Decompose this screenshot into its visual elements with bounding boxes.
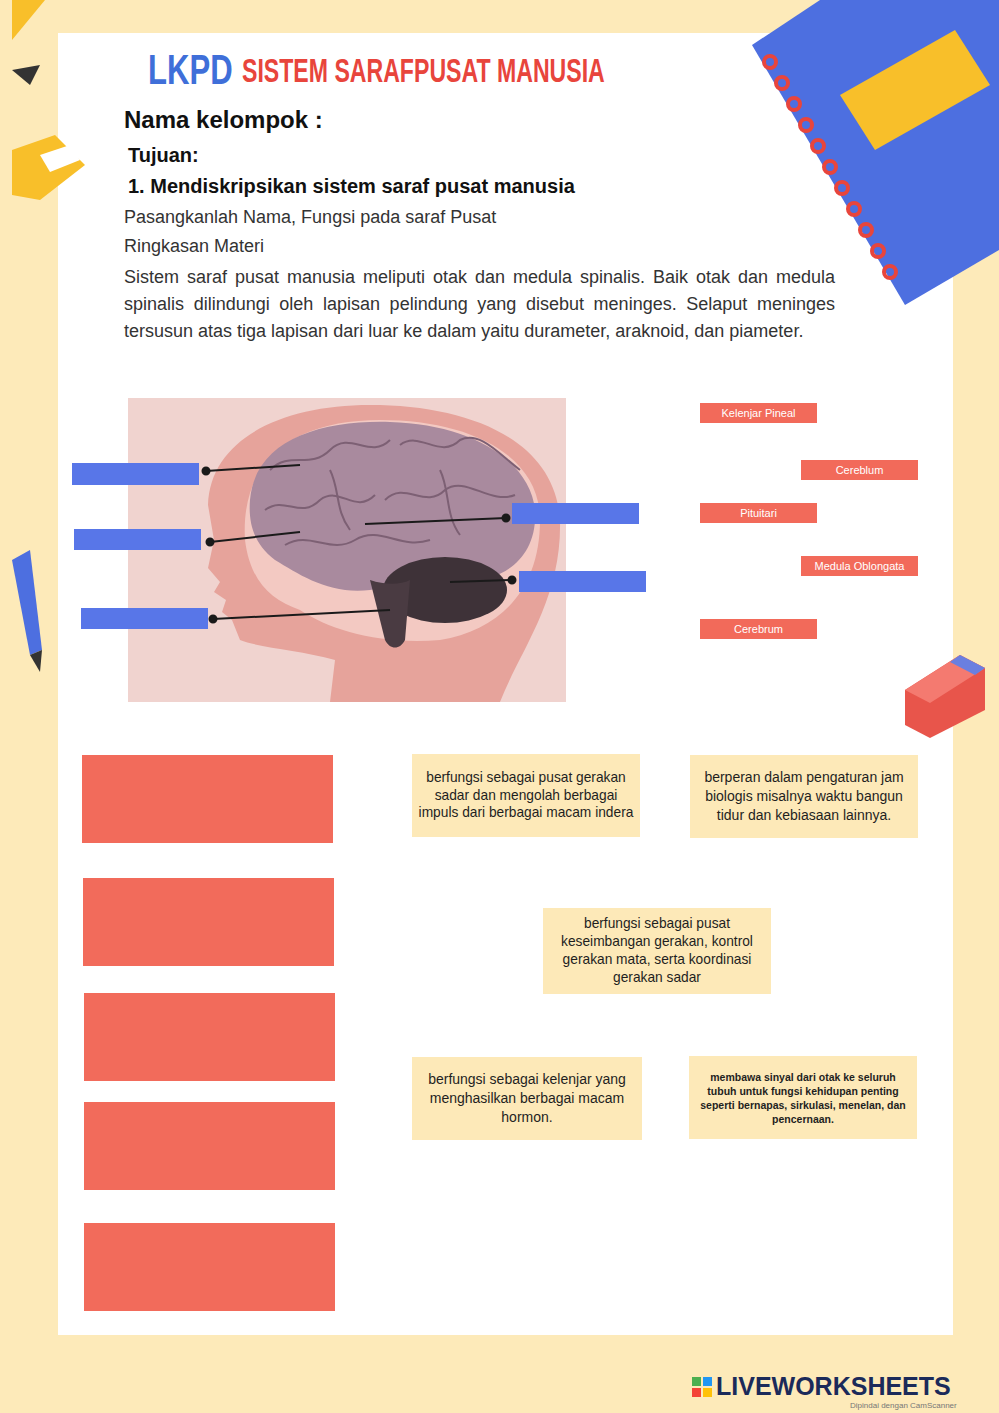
name-tag: Pituitari [700, 503, 817, 523]
instruction-text: Pasangkanlah Nama, Fungsi pada saraf Pus… [124, 207, 496, 228]
summary-paragraph: Sistem saraf pusat manusia meliputi otak… [124, 264, 835, 345]
node-text: berperan dalam pengaturan jam biologis m… [696, 768, 912, 825]
group-name-label: Nama kelompok : [124, 106, 323, 134]
node-text: Pituitari [740, 507, 777, 520]
node-text: Cereblum [836, 464, 884, 477]
node-text: berfungsi sebagai pusat keseimbangan ger… [549, 915, 765, 987]
title-text: LKPD [148, 46, 233, 94]
summary-heading: Ringkasan Materi [124, 236, 264, 257]
function-card: membawa sinyal dari otak ke seluruh tubu… [689, 1056, 917, 1139]
subtitle-text: SISTEM SARAFPUSAT MANUSIA [242, 52, 605, 90]
function-card: berfungsi sebagai pusat gerakan sadar da… [412, 754, 640, 837]
watermark-text: LIVEWORKSHEETS [716, 1372, 951, 1401]
name-tag: Medula Oblongata [801, 556, 918, 576]
node-text: berfungsi sebagai pusat gerakan sadar da… [418, 769, 634, 823]
function-card: berfungsi sebagai pusat keseimbangan ger… [543, 908, 771, 994]
name-tag: Cereblum [801, 460, 918, 480]
goal-label: Tujuan: [128, 144, 199, 167]
node-text: Cerebrum [734, 623, 783, 636]
node-text: Kelenjar Pineal [722, 407, 796, 420]
function-card: berperan dalam pengaturan jam biologis m… [690, 755, 918, 838]
goal-item: 1. Mendiskripsikan sistem saraf pusat ma… [128, 175, 575, 198]
scanner-note: Dipindai dengan CamScanner [850, 1401, 957, 1410]
name-tag: Cerebrum [700, 619, 817, 639]
name-tag: Kelenjar Pineal [700, 403, 817, 423]
node-text: membawa sinyal dari otak ke seluruh tubu… [695, 1070, 911, 1126]
node-text: Medula Oblongata [815, 560, 905, 573]
node-text: berfungsi sebagai kelenjar yang menghasi… [418, 1070, 636, 1127]
function-card: berfungsi sebagai kelenjar yang menghasi… [412, 1057, 642, 1140]
